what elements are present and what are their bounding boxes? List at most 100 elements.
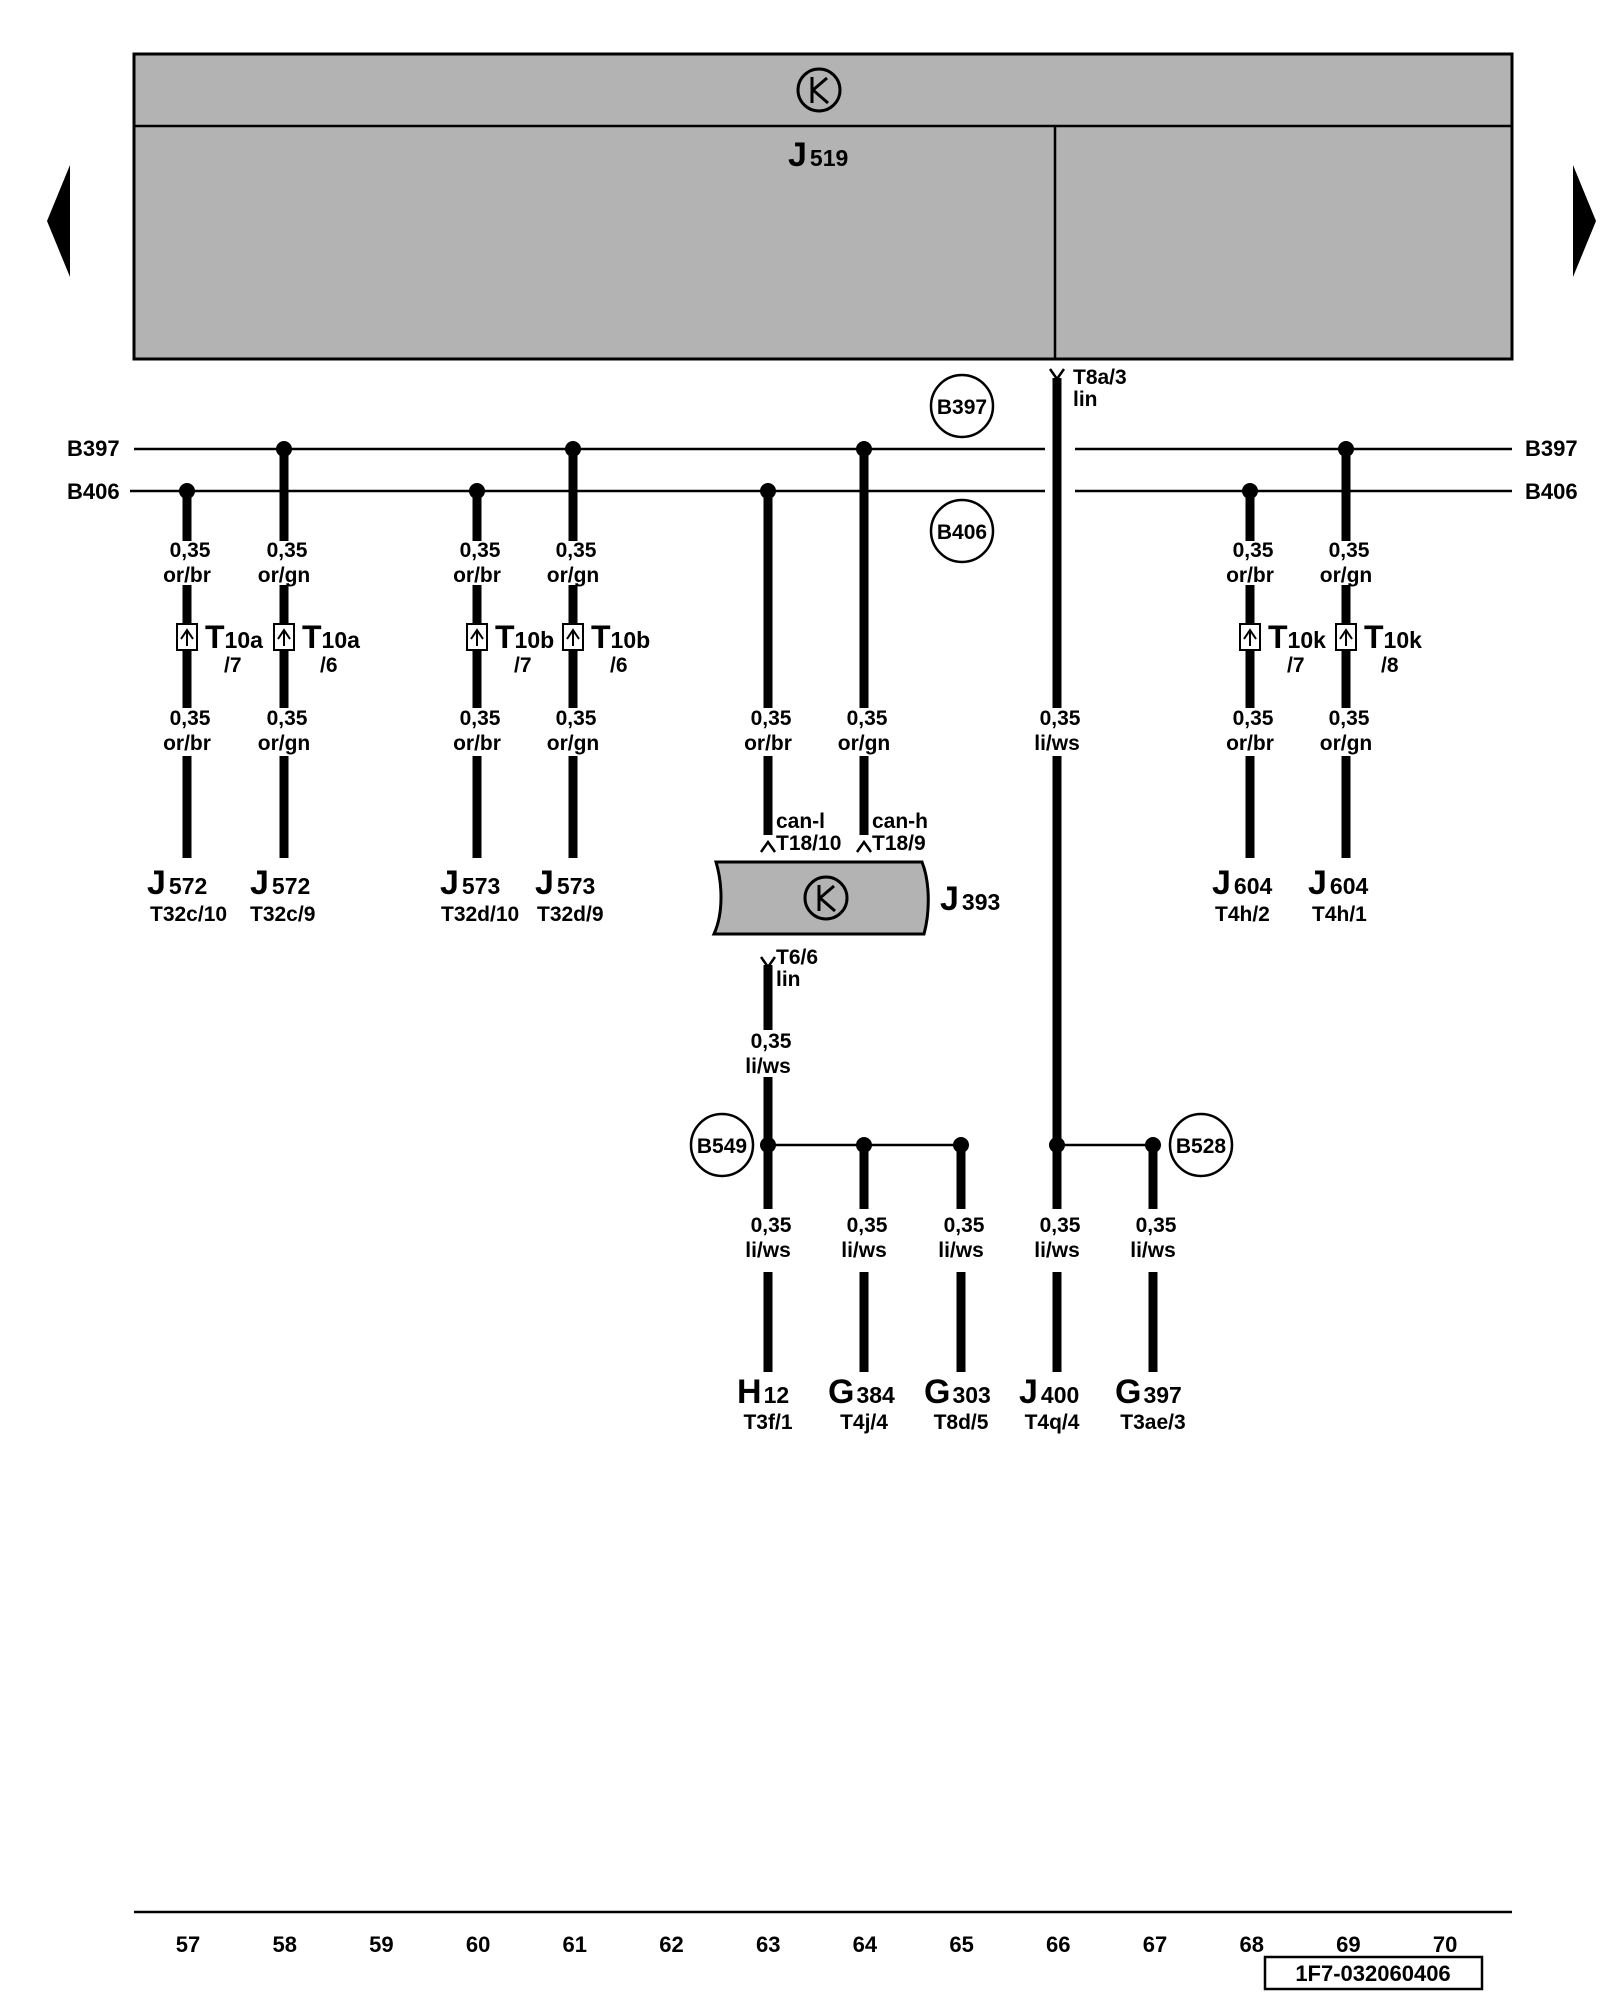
svg-text:T18/10: T18/10: [776, 832, 841, 855]
svg-text:or/gn: or/gn: [258, 732, 311, 755]
svg-text:can-l: can-l: [776, 810, 825, 833]
svg-text:T10k: T10k: [1268, 619, 1326, 655]
connector-t10a-6: T10a /6: [273, 619, 360, 677]
svg-text:/7: /7: [224, 654, 242, 677]
svg-text:/6: /6: [320, 654, 338, 677]
pin-label-j519-lin: T8a/3 lin: [1073, 366, 1127, 411]
svg-text:0,35: 0,35: [460, 539, 501, 562]
svg-text:H12: H12: [737, 1373, 789, 1411]
svg-text:or/gn: or/gn: [1320, 732, 1373, 755]
svg-text:0,35: 0,35: [556, 539, 597, 562]
svg-text:T10k: T10k: [1364, 619, 1422, 655]
svg-text:0,35: 0,35: [1040, 1214, 1081, 1237]
svg-text:0,35: 0,35: [460, 707, 501, 730]
svg-text:T18/9: T18/9: [872, 832, 926, 855]
column-number: 66: [1046, 1932, 1070, 1957]
svg-text:0,35: 0,35: [1233, 539, 1274, 562]
svg-text:T10a: T10a: [205, 619, 263, 655]
svg-text:T3ae/3: T3ae/3: [1120, 1411, 1185, 1434]
column-number: 65: [949, 1932, 973, 1957]
bus-transceiver-icon: [796, 67, 842, 113]
svg-text:0,35: 0,35: [556, 707, 597, 730]
column-number: 62: [659, 1932, 683, 1957]
svg-text:/6: /6: [610, 654, 628, 677]
reference-code: 1F7-032060406: [1295, 1961, 1450, 1986]
svg-text:or/gn: or/gn: [547, 564, 600, 587]
bus-line-b406: B406 B406: [67, 479, 1578, 504]
svg-text:G397: G397: [1115, 1373, 1182, 1411]
svg-text:T32d/9: T32d/9: [537, 903, 604, 926]
column-number: 57: [176, 1932, 200, 1957]
pin-arrow-icons: [759, 368, 1066, 970]
svg-text:T32c/9: T32c/9: [250, 903, 315, 926]
svg-text:0,35: 0,35: [1329, 539, 1370, 562]
svg-text:or/br: or/br: [1226, 732, 1274, 755]
svg-text:or/gn: or/gn: [258, 564, 311, 587]
connector-t10b-7: T10b /7: [466, 619, 554, 677]
svg-text:0,35: 0,35: [944, 1214, 985, 1237]
wires-lin-j393: [763, 965, 1158, 1372]
svg-text:li/ws: li/ws: [1130, 1239, 1176, 1262]
svg-text:li/ws: li/ws: [938, 1239, 984, 1262]
svg-text:0,35: 0,35: [1329, 707, 1370, 730]
svg-text:lin: lin: [1073, 388, 1098, 411]
svg-text:T4h/1: T4h/1: [1312, 903, 1367, 926]
column-number: 59: [369, 1932, 393, 1957]
column-number: 63: [756, 1932, 780, 1957]
svg-text:0,35: 0,35: [170, 539, 211, 562]
splice-label-text: B549: [697, 1135, 747, 1158]
wires-upper-right: [1245, 449, 1351, 858]
next-page-arrow-icon[interactable]: [1573, 165, 1596, 277]
component-g397: G397 T3ae/3: [1115, 1373, 1186, 1434]
pin-label-can-l: can-l T18/10: [776, 810, 841, 855]
svg-text:or/br: or/br: [163, 564, 211, 587]
column-number: 68: [1239, 1932, 1263, 1957]
svg-text:T4q/4: T4q/4: [1025, 1411, 1080, 1434]
svg-text:0,35: 0,35: [1040, 707, 1081, 730]
component-g384: G384 T4j/4: [828, 1373, 895, 1434]
bus-label-left: B397: [67, 436, 120, 461]
svg-text:T3f/1: T3f/1: [743, 1411, 792, 1434]
svg-text:0,35: 0,35: [170, 707, 211, 730]
bus-label-right: B397: [1525, 436, 1578, 461]
svg-text:T32d/10: T32d/10: [441, 903, 519, 926]
column-number: 67: [1143, 1932, 1167, 1957]
svg-text:or/br: or/br: [163, 732, 211, 755]
svg-text:or/br: or/br: [453, 564, 501, 587]
column-number: 60: [466, 1932, 490, 1957]
previous-page-arrow-icon[interactable]: [47, 165, 70, 277]
connector-t10k-7: T10k /7: [1239, 619, 1326, 677]
bus-label-right: B406: [1525, 479, 1578, 504]
svg-text:lin: lin: [776, 968, 801, 991]
reference-code-box: 1F7-032060406: [1263, 1955, 1484, 1991]
splice-label-text: B528: [1176, 1135, 1227, 1158]
svg-text:or/br: or/br: [744, 732, 792, 755]
svg-text:0,35: 0,35: [751, 1214, 792, 1237]
svg-text:G303: G303: [924, 1373, 991, 1411]
column-number: 58: [272, 1932, 296, 1957]
connector-t10a-7: T10a /7: [176, 619, 263, 677]
svg-text:or/gn: or/gn: [547, 732, 600, 755]
